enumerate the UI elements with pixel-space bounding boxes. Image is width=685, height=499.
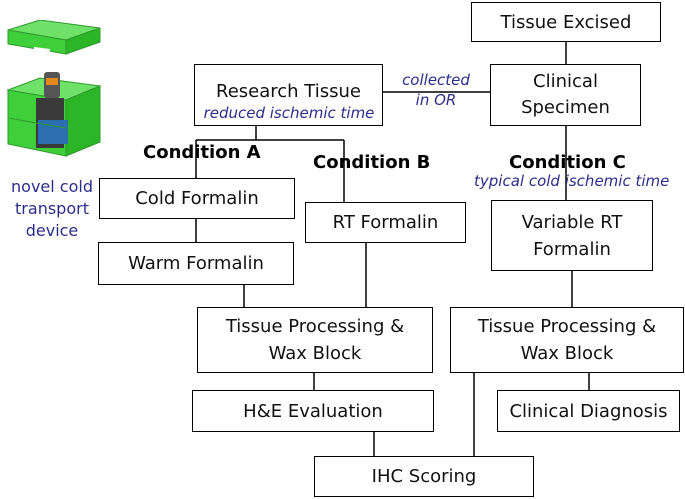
device-caption: novel cold transport device	[0, 176, 104, 242]
warm-formalin-label: Warm Formalin	[128, 253, 264, 274]
variable-rt-formalin-box: Variable RT Formalin	[491, 200, 653, 271]
research-tissue-note: reduced ischemic time	[203, 104, 375, 122]
collected-note-line2: in OR	[415, 91, 457, 109]
he-evaluation-box: H&E Evaluation	[192, 390, 434, 432]
device-caption-line3: device	[25, 221, 79, 240]
device-body	[6, 72, 102, 157]
condition-c-label: Condition C	[509, 152, 626, 173]
clinical-specimen-box: Clinical Specimen	[490, 64, 641, 126]
clinical-diagnosis-label: Clinical Diagnosis	[509, 400, 668, 422]
device-caption-line2: transport	[15, 199, 89, 218]
clinical-specimen-line2: Specimen	[521, 97, 610, 118]
tissue-processing-research-box: Tissue Processing & Wax Block	[197, 307, 433, 373]
tissue-processing-research-line1: Tissue Processing &	[225, 316, 405, 337]
clinical-specimen-line1: Clinical	[533, 71, 598, 92]
condition-a-label: Condition A	[143, 142, 261, 163]
transport-device-image	[6, 20, 102, 157]
tissue-processing-research-line2: Wax Block	[268, 343, 362, 364]
tissue-processing-clinical-box: Tissue Processing & Wax Block	[450, 307, 684, 373]
ihc-scoring-label: IHC Scoring	[371, 466, 477, 487]
condition-c-note: typical cold ischemic time	[474, 172, 670, 190]
variable-rt-line1: Variable RT	[521, 211, 623, 233]
variable-rt-line2: Formalin	[533, 238, 611, 260]
cold-formalin-label: Cold Formalin	[135, 188, 259, 209]
tissue-excised-label: Tissue Excised	[500, 11, 632, 33]
tissue-processing-clinical-line2: Wax Block	[520, 343, 614, 364]
rt-formalin-box: RT Formalin	[305, 202, 466, 243]
ihc-scoring-box: IHC Scoring	[314, 456, 534, 497]
research-tissue-label: Research Tissue	[216, 81, 361, 102]
rt-formalin-label: RT Formalin	[332, 212, 439, 233]
tissue-excised-box: Tissue Excised	[471, 2, 661, 42]
collected-note-line1: collected	[402, 71, 470, 89]
cold-formalin-box: Cold Formalin	[99, 178, 295, 219]
collected-in-or-note: collected in OR	[396, 70, 476, 110]
he-evaluation-label: H&E Evaluation	[243, 400, 383, 422]
clinical-diagnosis-box: Clinical Diagnosis	[497, 390, 680, 432]
condition-b-label: Condition B	[313, 152, 431, 173]
warm-formalin-box: Warm Formalin	[98, 242, 294, 285]
device-caption-line1: novel cold	[11, 177, 93, 196]
tissue-processing-clinical-line1: Tissue Processing &	[477, 316, 657, 337]
device-lid	[7, 20, 101, 55]
research-tissue-box: Research Tissue	[194, 64, 383, 126]
